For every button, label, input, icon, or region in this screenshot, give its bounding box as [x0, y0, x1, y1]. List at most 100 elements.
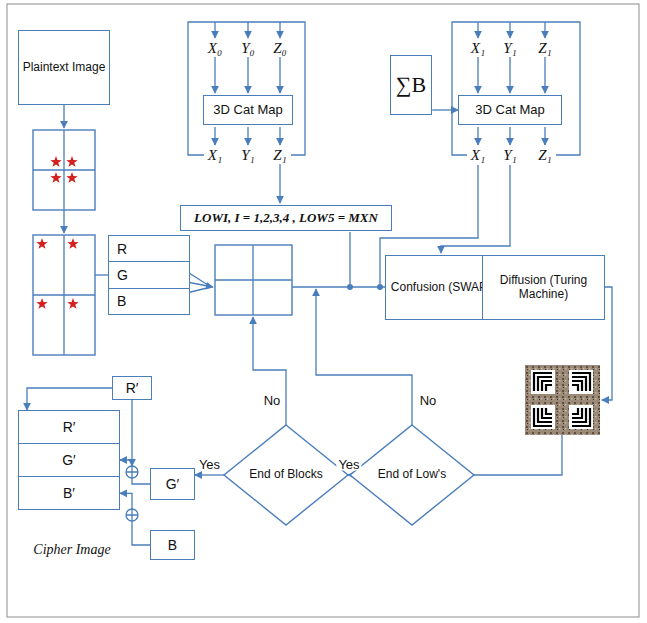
star-mark — [66, 156, 77, 167]
star-mark — [36, 238, 47, 249]
flow-connector — [432, 109, 458, 110]
node-text: G′ — [166, 476, 180, 492]
xor-symbol — [126, 466, 138, 478]
feedback-arrow — [279, 22, 280, 38]
process-box: Confusion (SWAP) — [385, 255, 497, 320]
star-mark — [66, 172, 77, 183]
flow-arrow — [63, 210, 64, 233]
grid-divider — [215, 245, 292, 315]
junction-dot — [377, 284, 383, 290]
formula-box: LOWI, I = 1,2,3,4 , LOW5 = MXN — [180, 205, 392, 231]
loop-arrow — [253, 317, 286, 425]
diamond-shape — [350, 425, 474, 525]
flow-connector — [120, 460, 150, 484]
feedback-loop — [452, 22, 580, 155]
outer-frame — [7, 4, 639, 617]
flow-arrow — [279, 164, 280, 203]
square-spiral — [569, 370, 593, 394]
variable-label: Z₁ — [538, 41, 552, 56]
variable-label: Z₁ — [273, 148, 287, 163]
flow-connector — [27, 388, 112, 410]
node-text: 3D Cat Map — [475, 103, 544, 118]
variable-label: X₀ — [208, 41, 222, 56]
edge-label: Yes — [197, 458, 222, 471]
node-text: G — [109, 261, 189, 287]
node-text: R — [109, 236, 189, 261]
node-text: B′ — [19, 476, 119, 509]
star-mark — [67, 298, 78, 309]
node-text: End of Blocks — [249, 468, 323, 482]
star-mark — [50, 172, 61, 183]
node-text: ∑B — [396, 72, 426, 97]
node-text: LOWI, I = 1,2,3,4 , LOW5 = MXN — [194, 211, 378, 226]
node-text: B — [168, 537, 177, 553]
feedback-arrow — [509, 22, 510, 38]
sum-box: ∑B — [390, 55, 432, 115]
variable-label: Y₁ — [503, 148, 517, 163]
flow-arrow — [462, 435, 562, 475]
diamond-shape — [224, 425, 348, 525]
node-text: Plaintext Image — [23, 61, 106, 75]
cipher-picture — [525, 365, 600, 435]
flow-connector — [120, 493, 150, 545]
input-arrow — [279, 57, 280, 93]
node-text: Diffusion (Turing Machine) — [483, 274, 604, 302]
node-text: R′ — [19, 411, 119, 443]
feedback-arrow — [247, 22, 248, 38]
feedback-loop — [188, 22, 305, 155]
flow-arrow — [441, 165, 510, 253]
output-arrow — [544, 127, 545, 145]
image-box: Plaintext Image — [18, 30, 110, 105]
decision-diamond: End of Blocks — [224, 425, 348, 525]
block-grid — [33, 130, 95, 210]
output-arrow — [509, 127, 510, 145]
feedback-arrow — [214, 22, 215, 38]
input-arrow — [544, 57, 545, 93]
variable-label: X₁ — [471, 41, 485, 56]
output-arrow — [279, 127, 280, 145]
feedback-arrow — [544, 22, 545, 38]
grid-divider — [33, 130, 95, 210]
node-text: G′ — [19, 443, 119, 476]
variable-label: Z₀ — [273, 41, 287, 56]
decision-diamond: End of Low's — [350, 425, 474, 525]
variable-label: Y₁ — [503, 41, 517, 56]
star-mark — [50, 156, 61, 167]
variable-label: X₁ — [208, 148, 222, 163]
noise-ground — [525, 365, 600, 435]
flow-connector — [195, 474, 224, 475]
channel-box: RGB — [108, 235, 190, 315]
input-arrow — [509, 57, 510, 93]
xor-circle — [126, 509, 138, 521]
variable-label: Y₁ — [241, 148, 255, 163]
block-grid — [33, 235, 95, 355]
channel-box: R′ — [112, 376, 152, 400]
variable-label: Z₁ — [538, 148, 552, 163]
flow-arrow — [63, 105, 64, 128]
map-box: 3D Cat Map — [203, 95, 293, 125]
xor-circle — [126, 466, 138, 478]
branch-label: No — [420, 394, 437, 407]
node-text: R′ — [126, 380, 139, 396]
input-arrow — [247, 57, 248, 93]
square-spiral — [569, 405, 593, 429]
square-spiral — [531, 405, 555, 429]
junction-dot — [347, 284, 353, 290]
xor-cross — [126, 509, 138, 521]
branch-label: No — [264, 394, 281, 407]
input-arrow — [214, 57, 215, 93]
xor-symbol — [126, 509, 138, 521]
flow-line — [349, 232, 350, 284]
grid-divider — [33, 235, 95, 355]
output-arrow — [247, 127, 248, 145]
node-text: Confusion (SWAP) — [391, 281, 491, 295]
node-text: B — [109, 288, 189, 314]
node-text: 3D Cat Map — [213, 103, 282, 118]
square-spiral — [531, 370, 555, 394]
xor-cross — [126, 466, 138, 478]
cipher-box: R′G′B′ — [18, 410, 120, 510]
channel-box: G′ — [150, 468, 195, 500]
channel-box: B — [150, 530, 195, 560]
variable-label: Y₀ — [241, 41, 255, 56]
map-box: 3D Cat Map — [458, 95, 562, 125]
